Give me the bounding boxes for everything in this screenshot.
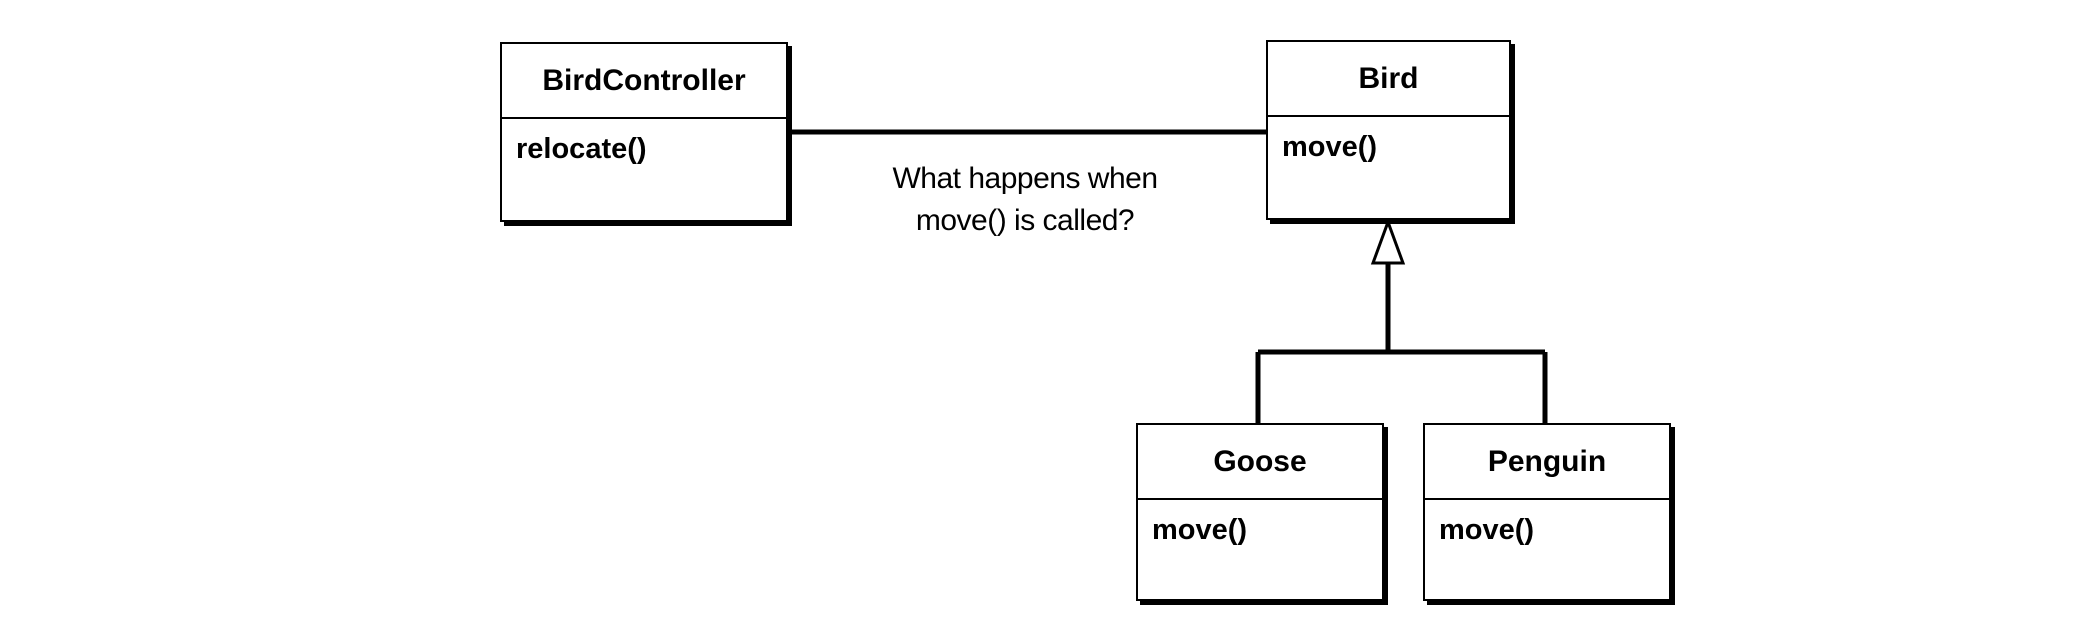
class-box-birdcontroller: BirdController relocate() — [500, 42, 788, 222]
class-name: Penguin — [1425, 425, 1669, 500]
association-note-line: What happens when — [892, 162, 1158, 195]
class-name: BirdController — [502, 44, 786, 119]
generalization-arrowhead — [1370, 217, 1406, 265]
class-box-goose: Goose move() — [1136, 423, 1384, 601]
class-box-penguin: Penguin move() — [1423, 423, 1671, 601]
association-note: What happens when move() is called? — [845, 158, 1205, 242]
class-name: Goose — [1138, 425, 1382, 500]
class-method: relocate() — [516, 133, 647, 165]
class-box-bird: Bird move() — [1266, 40, 1511, 220]
association-note-line: move() is called? — [915, 204, 1135, 237]
class-name: Bird — [1268, 42, 1509, 117]
class-method: move() — [1439, 514, 1535, 546]
class-method: move() — [1282, 131, 1378, 163]
class-method: move() — [1152, 514, 1248, 546]
